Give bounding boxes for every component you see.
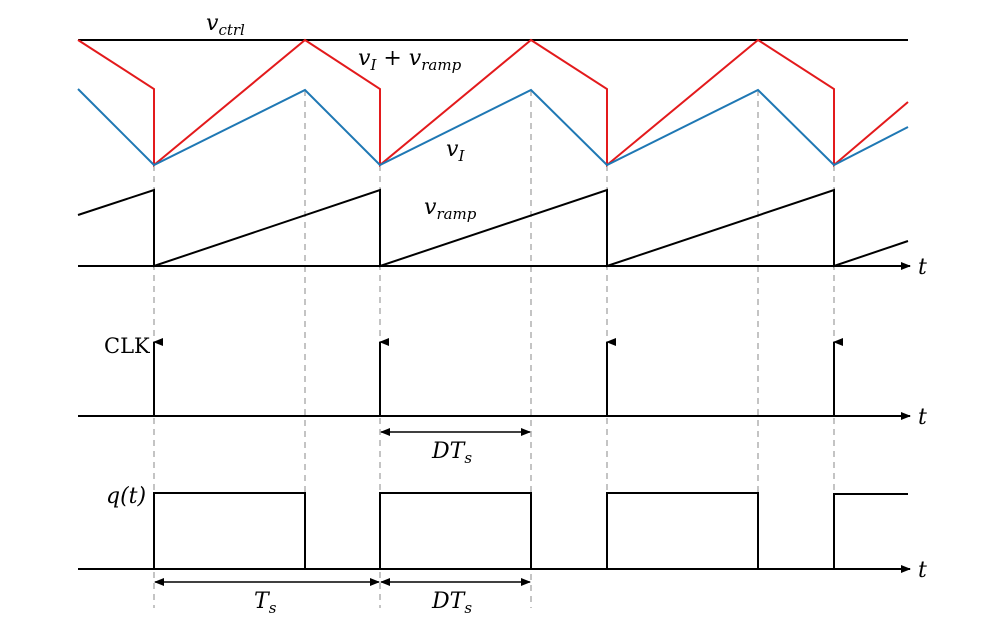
- vctrl-label: vctrl: [206, 11, 245, 39]
- q-waveform: [153, 492, 908, 570]
- dts-label-top: DTs: [431, 439, 472, 467]
- guide-lines: [153, 90, 835, 608]
- t-axis-label-1: t: [918, 255, 927, 280]
- dts-label-bottom: DTs: [431, 589, 472, 617]
- vi-label: vI: [446, 137, 465, 165]
- q-label: q(t): [106, 484, 146, 509]
- vramp-label: vramp: [424, 195, 477, 223]
- t-axis-label-3: t: [918, 558, 927, 583]
- ts-label: Ts: [254, 589, 277, 617]
- vi-waveform: [77, 88, 909, 167]
- clk-pulses: [153, 338, 843, 416]
- t-axis-label-2: t: [918, 405, 927, 430]
- vramp-waveform: [77, 188, 909, 268]
- vi-plus-ramp-waveform: [77, 38, 909, 168]
- clk-label: CLK: [104, 334, 150, 358]
- vi-plus-ramp-label: vI + vramp: [358, 46, 462, 74]
